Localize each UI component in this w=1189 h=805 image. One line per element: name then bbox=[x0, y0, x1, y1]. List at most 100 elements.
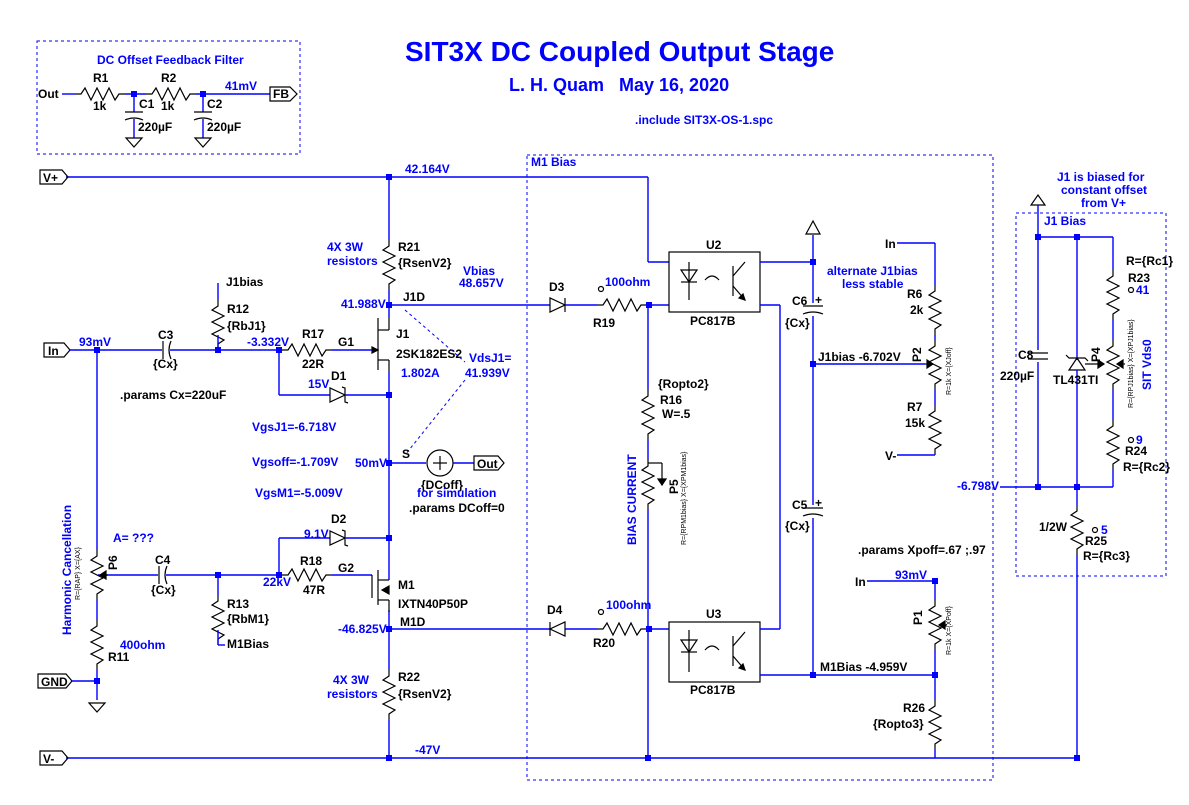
r17-value: 22R bbox=[302, 357, 324, 371]
filter-title: DC Offset Feedback Filter bbox=[97, 53, 244, 67]
d2-label: D2 bbox=[331, 512, 347, 526]
alt-less-stable: less stable bbox=[842, 277, 904, 291]
vminus-label: V- bbox=[43, 752, 54, 766]
j1-bias-box bbox=[1015, 212, 1167, 577]
j1bias-voltage: J1bias -6.702V bbox=[818, 350, 901, 364]
g2-voltage: 22kV bbox=[263, 575, 291, 589]
m1-value: IXTN40P50P bbox=[398, 597, 468, 611]
p6-value: R={RAP} X={AX} bbox=[75, 546, 82, 600]
r11-ohm: 400ohm bbox=[120, 638, 165, 652]
c5-value: {Cx} bbox=[785, 519, 810, 533]
r19-label: R19 bbox=[593, 316, 615, 330]
filter-out-label: Out bbox=[38, 87, 59, 101]
r24-label: R24 bbox=[1125, 444, 1147, 458]
tl431-label: TL431TI bbox=[1053, 373, 1098, 387]
u3-value: PC817B bbox=[690, 683, 736, 697]
vminus-port bbox=[39, 750, 69, 766]
j1-label: J1 bbox=[396, 327, 410, 341]
title: SIT3X DC Coupled Output Stage bbox=[405, 36, 834, 67]
r17-label: R17 bbox=[302, 327, 324, 341]
vplus-label: V+ bbox=[43, 171, 58, 185]
c1-value: 220µF bbox=[138, 120, 172, 134]
r25-label: R25 bbox=[1085, 534, 1107, 548]
dcoff-value: {DCoff} bbox=[421, 478, 463, 492]
vplus-voltage: 42.164V bbox=[405, 162, 450, 176]
j1d-voltage: 41.988V bbox=[341, 297, 386, 311]
c2-value: 220µF bbox=[207, 120, 241, 134]
subtitle: L. H. Quam May 16, 2020 bbox=[509, 75, 729, 95]
p4-label: P4 bbox=[1089, 347, 1103, 362]
r26-label: R26 bbox=[903, 701, 925, 715]
r16-w: W=.5 bbox=[662, 407, 691, 421]
c8-label: C8 bbox=[1018, 348, 1034, 362]
r7-label: R7 bbox=[907, 400, 923, 414]
j1bias-r12-top: J1bias bbox=[226, 275, 264, 289]
r2-label: R2 bbox=[161, 71, 177, 85]
out-port bbox=[473, 455, 505, 471]
r13-label: R13 bbox=[227, 597, 249, 611]
r23-value: R={Rc1} bbox=[1126, 254, 1173, 268]
p6-label: P6 bbox=[106, 555, 120, 570]
gnd-port bbox=[37, 673, 73, 689]
vgsj1: VgsJ1=-6.718V bbox=[252, 420, 336, 434]
in-label: In bbox=[48, 344, 59, 358]
r23-pin: 41 bbox=[1136, 283, 1150, 297]
u2-optocoupler bbox=[668, 251, 761, 313]
r21-label: R21 bbox=[398, 240, 420, 254]
u3-optocoupler bbox=[668, 621, 761, 683]
out-label: Out bbox=[477, 457, 498, 471]
r11-label: R11 bbox=[108, 650, 130, 664]
r7-value: 15k bbox=[905, 416, 925, 430]
d3-label: D3 bbox=[549, 280, 565, 294]
r16-value: {Ropto2} bbox=[658, 377, 709, 391]
vbias-label: Vbias bbox=[463, 264, 495, 278]
j1d-label: J1D bbox=[403, 290, 425, 304]
r16-label: R16 bbox=[660, 393, 682, 407]
alt-j1bias: alternate J1bias bbox=[827, 264, 918, 278]
rails bbox=[66, 174, 1077, 761]
r6-in-label: In bbox=[885, 237, 896, 251]
s-voltage: 50mV bbox=[355, 456, 387, 470]
m1-bias-box-label: M1 Bias bbox=[531, 155, 577, 169]
p1-in-voltage: 93mV bbox=[895, 568, 927, 582]
r23-label: R23 bbox=[1128, 271, 1150, 285]
p1-in-label: In bbox=[855, 575, 866, 589]
c3-value: {Cx} bbox=[153, 357, 178, 371]
a-label: A= ??? bbox=[113, 531, 154, 545]
r1-label: R1 bbox=[93, 71, 109, 85]
d2-value: 9.1V bbox=[304, 527, 329, 541]
r18-label: R18 bbox=[300, 554, 322, 568]
include-directive: .include SIT3X-OS-1.spc bbox=[635, 113, 773, 127]
r2-value: 1k bbox=[161, 99, 175, 113]
gnd-label: GND bbox=[41, 675, 68, 689]
r6-label: R6 bbox=[907, 287, 923, 301]
dc-offset-feedback-filter: DC Offset Feedback Filter Out FB 41mV R1… bbox=[36, 40, 301, 155]
r7-v-label: V- bbox=[885, 449, 896, 463]
c4-label: C4 bbox=[155, 553, 171, 567]
c6-value: {Cx} bbox=[785, 316, 810, 330]
p5-label: P5 bbox=[667, 479, 681, 494]
r19-ohm: 100ohm bbox=[605, 275, 650, 289]
fb-voltage: 41mV bbox=[225, 79, 257, 93]
r13-value: {RbM1} bbox=[227, 612, 269, 626]
s-label: S bbox=[402, 447, 410, 461]
r22-value: {RsenV2} bbox=[398, 687, 452, 701]
r12-value: {RbJ1} bbox=[227, 319, 266, 333]
r25-watt: 1/2W bbox=[1039, 520, 1068, 534]
cx-param: .params Cx=220uF bbox=[120, 388, 226, 402]
g1-voltage: -3.332V bbox=[247, 335, 289, 349]
r24-pin: 9 bbox=[1136, 433, 1143, 447]
p5-value: R={RPM1bias} X={XPM1bias} bbox=[681, 451, 688, 545]
dcoff-note: for simulation bbox=[417, 486, 496, 500]
c4-value: {Cx} bbox=[151, 583, 176, 597]
d4-label: D4 bbox=[547, 603, 563, 617]
r20-ohm: 100ohm bbox=[606, 598, 651, 612]
d1-value: 15V bbox=[308, 377, 329, 391]
r12-label: R12 bbox=[227, 302, 249, 316]
bias-current-label: BIAS CURRENT bbox=[625, 454, 639, 545]
m1bias-r13-bottom: M1Bias bbox=[227, 637, 269, 651]
p1-value: R=1k X={XPoff} bbox=[946, 605, 953, 655]
j1-transistor bbox=[371, 318, 390, 372]
fb-label: FB bbox=[273, 87, 289, 101]
m1-bias-box bbox=[526, 154, 994, 781]
